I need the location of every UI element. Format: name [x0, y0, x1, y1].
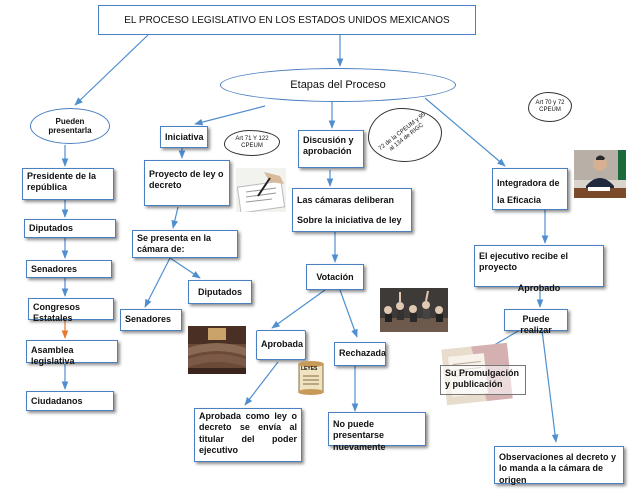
- state-congress-label: Congresos Estatales: [33, 302, 81, 324]
- discussion-article-note: 72 de la CPEUM y 95 al 134 de RIGC: [368, 108, 442, 162]
- law-scroll-image: LEYES: [294, 358, 328, 398]
- initiative-box: Iniciativa: [160, 126, 208, 148]
- arrow-project-down: [171, 206, 179, 229]
- initiative-label: Iniciativa: [165, 132, 204, 142]
- efficacy-article-note: Art 70 y 72 CPEUM: [528, 92, 572, 122]
- promulgation-label: Su Promulgación y publicación: [445, 368, 520, 390]
- efficacy-article-text: Art 70 y 72 CPEUM: [535, 99, 565, 113]
- voting-session-icon: [380, 290, 448, 332]
- discussion-label: Discusión y aprobación: [303, 135, 354, 157]
- law-scroll-icon: [298, 361, 324, 395]
- senators-label-left: Senadores: [31, 264, 78, 274]
- arrow-title-to-left: [74, 34, 149, 106]
- legislative-assembly-label: Asamblea legislativa: [31, 345, 75, 367]
- chambers-line-1: Las cámaras deliberan: [297, 195, 395, 205]
- exec-receives-box: El ejecutivo recibe el proyecto Aprobado: [474, 245, 604, 293]
- efficacy-label: Integradora de la Eficacia: [497, 178, 560, 206]
- signing-document-icon: [236, 172, 286, 212]
- state-congress-box: Congresos Estatales: [28, 298, 114, 324]
- deputies-box-chamber: Diputados: [188, 280, 252, 304]
- approved-project-label: Aprobado: [517, 282, 561, 293]
- vote-box: Votación: [306, 264, 364, 290]
- arrow-approved-down: [244, 361, 279, 406]
- president-label: Presidente de la república: [27, 171, 97, 193]
- page-title-text: EL PROCESO LEGISLATIVO EN LOS ESTADOS UN…: [124, 15, 450, 26]
- arrow-stages-to-efficacy: [424, 97, 506, 167]
- presented-in-box: Se presenta en la cámara de:: [132, 230, 238, 258]
- presented-in-label: Se presenta en la cámara de:: [137, 233, 212, 255]
- rejected-text-box: No puede presentarse nuevamente: [328, 412, 426, 452]
- arrow-vote-to-rejected: [339, 289, 358, 338]
- promulgation-box: Su Promulgación y publicación: [440, 365, 526, 395]
- can-present-label: Pueden presentarla: [48, 117, 92, 135]
- president-signing-image: [574, 150, 626, 198]
- chambers-box: Las cámaras deliberan Sobre la iniciativ…: [292, 188, 412, 232]
- deputies-label-left: Diputados: [29, 223, 73, 233]
- approved-label: Aprobada: [261, 339, 304, 349]
- observations-label: Observaciones al decreto y lo manda a la…: [499, 452, 617, 485]
- rejected-box: Rechazada: [334, 342, 386, 366]
- page-title: EL PROCESO LEGISLATIVO EN LOS ESTADOS UN…: [98, 5, 476, 35]
- exec-receives-label: El ejecutivo recibe el proyecto: [479, 251, 569, 273]
- can-do-box: Puede realizar: [504, 309, 568, 335]
- rejected-label: Rechazada: [339, 348, 387, 358]
- project-label: Proyecto de ley o decreto: [149, 169, 224, 191]
- voting-session-image: [380, 288, 448, 332]
- chambers-line-2: Sobre la iniciativa de ley: [297, 215, 402, 226]
- deputies-box-left: Diputados: [24, 219, 116, 238]
- congress-hall-icon: [188, 326, 246, 374]
- signing-document-image: [236, 168, 286, 212]
- rejected-text: No puede presentarse nuevamente: [333, 419, 386, 452]
- approved-text: Aprobada como ley o decreto se envía al …: [199, 411, 297, 455]
- observations-box: Observaciones al decreto y lo manda a la…: [494, 446, 624, 485]
- vote-label: Votación: [316, 272, 354, 282]
- congress-hall-image: [188, 326, 246, 374]
- initiative-article-note: Art 71 Y 122 CPEUM: [224, 130, 280, 156]
- arrow-to-observations: [541, 329, 559, 443]
- arrow-stages-to-initiative: [194, 105, 266, 126]
- deputies-label-chamber: Diputados: [198, 287, 242, 297]
- senators-box-left: Senadores: [26, 260, 112, 278]
- president-box: Presidente de la república: [22, 168, 114, 200]
- project-box: Proyecto de ley o decreto: [144, 160, 230, 206]
- stages-ellipse: Etapas del Proceso: [220, 68, 456, 102]
- legislative-assembly-box: Asamblea legislativa: [26, 340, 118, 367]
- law-scroll-word: LEYES: [301, 366, 318, 372]
- stages-label: Etapas del Proceso: [290, 79, 386, 91]
- arrow-vote-to-approved: [271, 289, 326, 329]
- senators-label-chamber: Senadores: [125, 314, 172, 324]
- efficacy-box: Integradora de la Eficacia: [492, 168, 568, 210]
- approved-box: Aprobada: [256, 330, 306, 360]
- arrow-to-senators: [144, 257, 171, 308]
- can-present-ellipse: Pueden presentarla: [30, 108, 110, 144]
- can-do-label: Puede realizar: [520, 314, 552, 336]
- citizens-box: Ciudadanos: [26, 391, 114, 411]
- president-signing-icon: [574, 150, 626, 198]
- approved-text-box: Aprobada como ley o decreto se envía al …: [194, 408, 302, 462]
- arrow-to-deputies: [169, 257, 201, 279]
- discussion-article-text: 72 de la CPEUM y 95 al 134 de RIGC: [377, 111, 427, 153]
- citizens-label: Ciudadanos: [31, 396, 83, 406]
- discussion-box: Discusión y aprobación: [298, 130, 364, 168]
- initiative-article-text: Art 71 Y 122 CPEUM: [235, 135, 269, 149]
- senators-box-chamber: Senadores: [120, 309, 182, 331]
